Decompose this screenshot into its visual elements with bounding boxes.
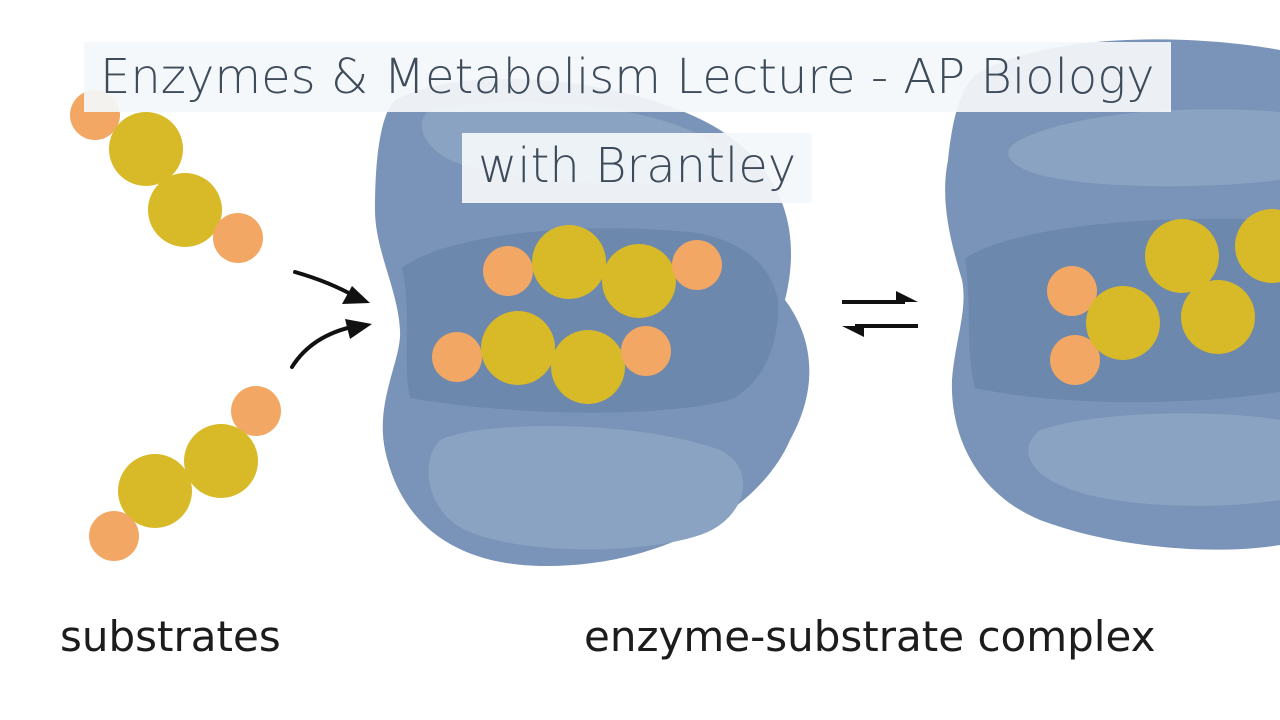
substrate-small-atom (1050, 335, 1100, 385)
substrate-small-atom (621, 326, 671, 376)
enzyme-highlight (1028, 413, 1280, 506)
arrow-bottom-head (345, 319, 372, 339)
substrate-large-atom (109, 112, 183, 186)
substrate-small-atom (1047, 266, 1097, 316)
forward-arrow-head (896, 291, 918, 302)
title-line-1: Enzymes & Metabolism Lecture - AP Biolog… (84, 42, 1171, 112)
substrate-large-atom (1181, 280, 1255, 354)
label-substrates: substrates (60, 612, 281, 661)
arrow-top (293, 270, 358, 299)
substrate-large-atom (532, 225, 606, 299)
enzyme-right (945, 39, 1280, 550)
substrate-large-atom (1145, 219, 1219, 293)
substrate-large-atom (118, 454, 192, 528)
substrate-large-atom (481, 311, 555, 385)
enzyme-highlight (1008, 109, 1280, 187)
title-line-2: with Brantley (462, 133, 813, 203)
substrate-small-atom (483, 246, 533, 296)
substrate-small-atom (672, 240, 722, 290)
substrate-small-atom (213, 213, 263, 263)
substrate-large-atom (1235, 209, 1280, 283)
substrate-molecule-top (70, 90, 263, 263)
label-enzyme-substrate-complex: enzyme-substrate complex (584, 612, 1156, 661)
binding-arrows (290, 270, 372, 369)
reverse-arrow-head (842, 326, 864, 337)
substrate-small-atom (89, 511, 139, 561)
enzyme-highlight (428, 426, 744, 550)
substrate-large-atom (1086, 286, 1160, 360)
substrate-small-atom (432, 332, 482, 382)
substrate-large-atom (551, 330, 625, 404)
substrate-large-atom (602, 244, 676, 318)
substrate-small-atom (231, 386, 281, 436)
substrate-molecule-bottom (89, 386, 281, 561)
arrow-top-head (342, 286, 370, 304)
equilibrium-arrows (842, 291, 918, 337)
substrate-large-atom (184, 424, 258, 498)
arrow-bottom (290, 324, 358, 369)
substrate-large-atom (148, 173, 222, 247)
